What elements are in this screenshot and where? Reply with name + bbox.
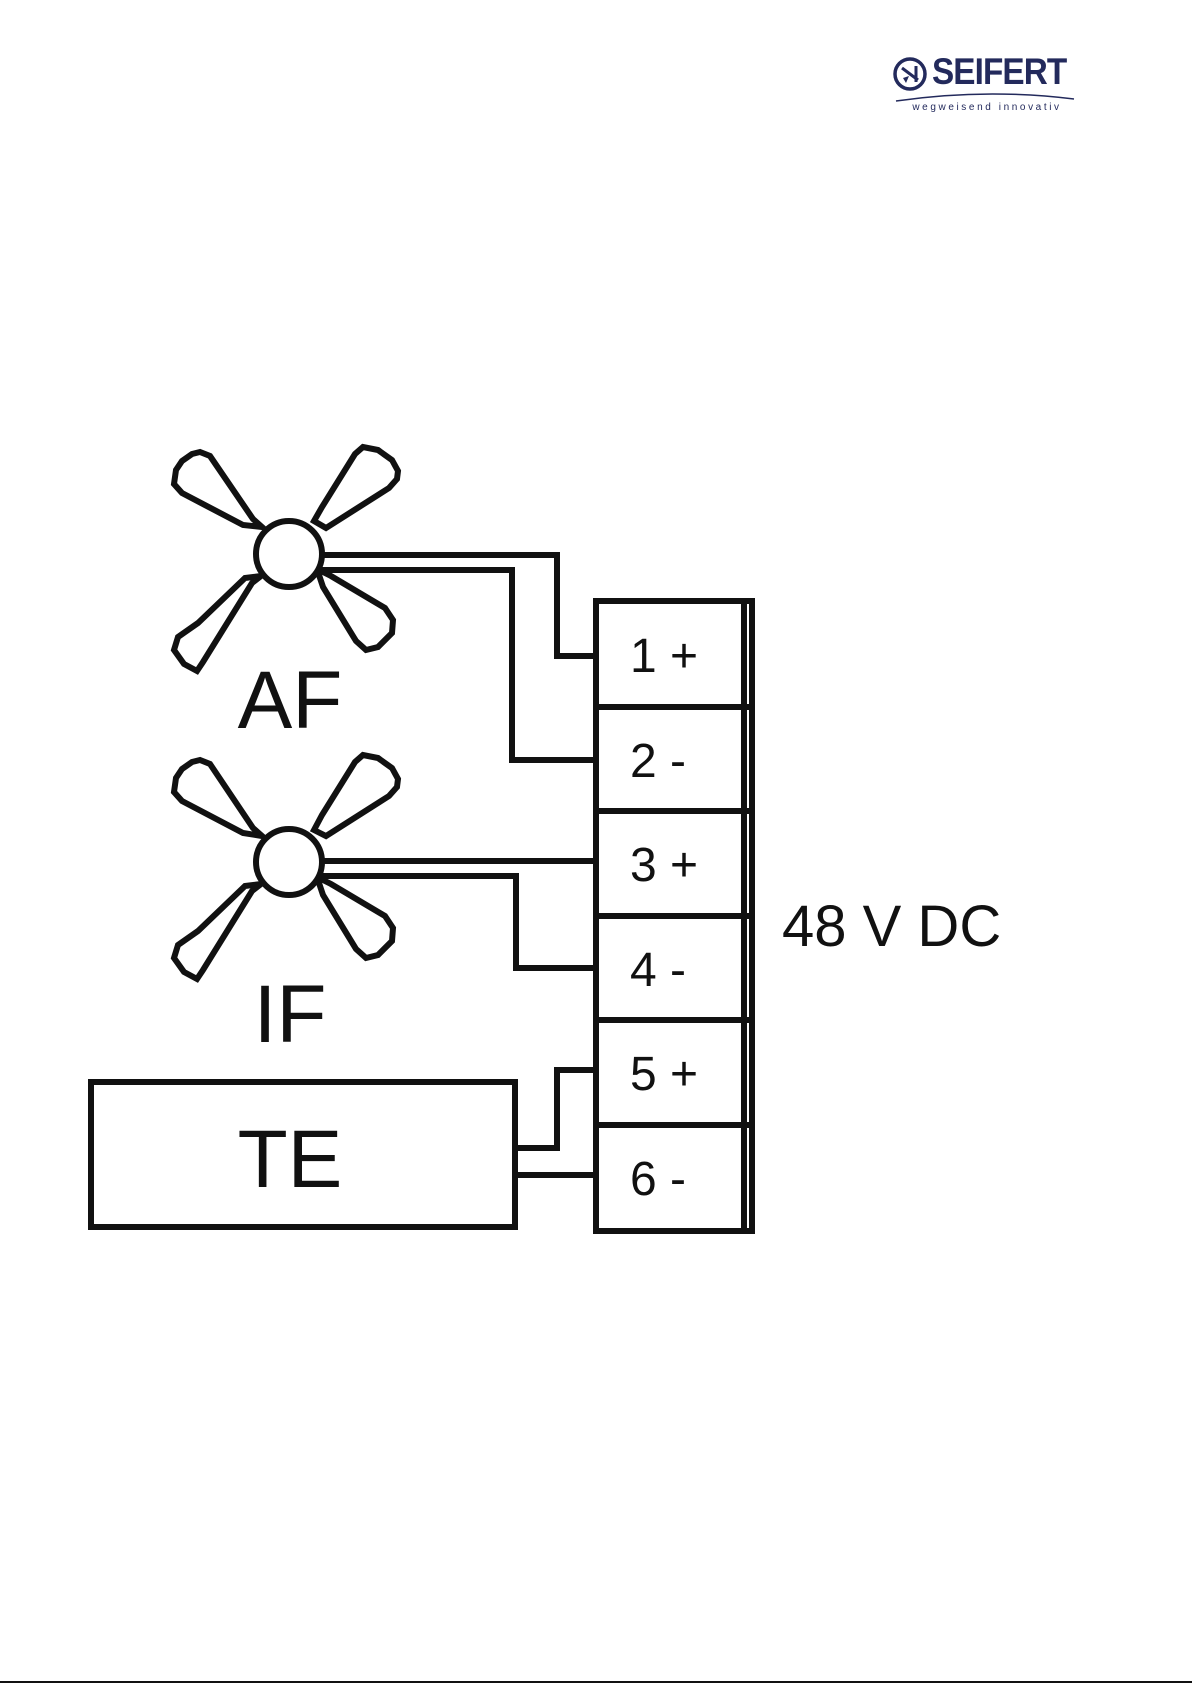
terminal-1-label: 1 +: [630, 630, 698, 683]
terminal-block: [596, 601, 752, 1231]
terminal-5-label: 5 +: [630, 1048, 698, 1101]
terminal-6-label: 6 -: [630, 1153, 686, 1206]
fan-if-icon: [174, 755, 398, 979]
sensor-te-label: TE: [238, 1114, 343, 1205]
terminal-4-label: 4 -: [630, 944, 686, 997]
page-bottom-rule: [0, 1681, 1192, 1683]
fan-if-label: IF: [254, 969, 327, 1060]
fan-af-label: AF: [238, 655, 343, 746]
fan-af-icon: [174, 447, 398, 671]
terminal-3-label: 3 +: [630, 839, 698, 892]
supply-voltage-label: 48 V DC: [782, 894, 1001, 959]
terminal-2-label: 2 -: [630, 735, 686, 788]
